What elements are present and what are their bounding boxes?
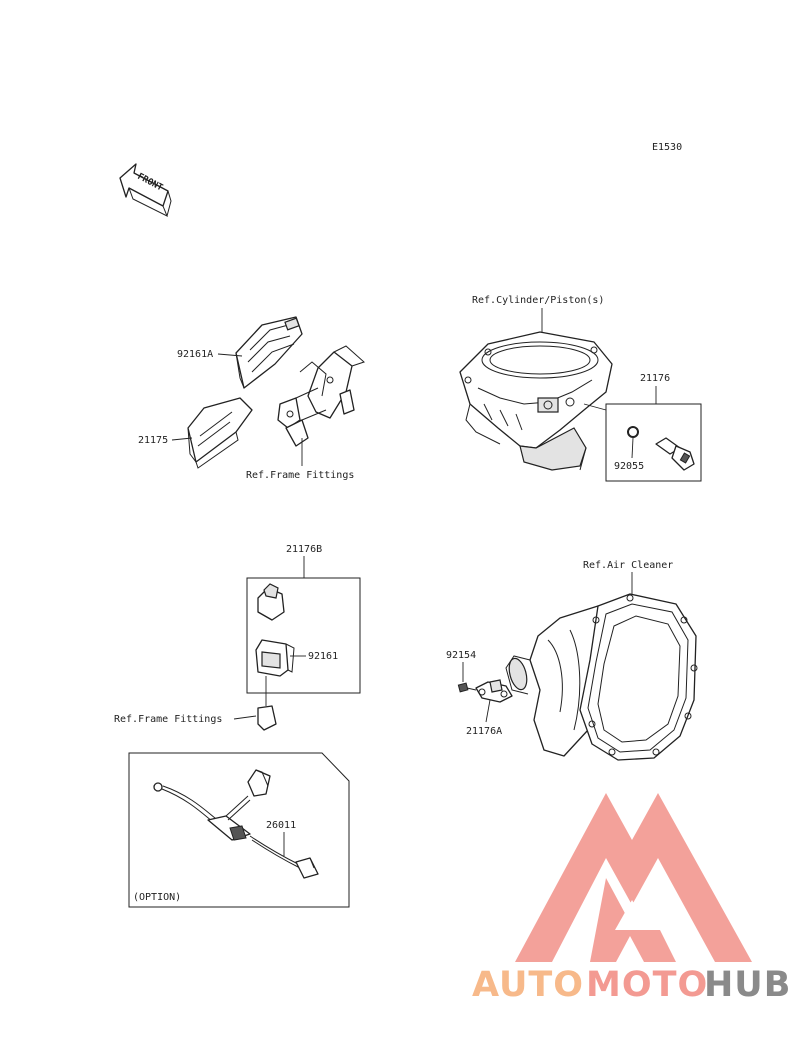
label-92161A: 92161A <box>177 349 213 360</box>
automotohub-logo-icon <box>515 793 752 962</box>
label-ref-air-cleaner: Ref.Air Cleaner <box>583 560 673 571</box>
label-option: (OPTION) <box>133 892 181 903</box>
sensor-cover-part <box>255 639 295 677</box>
ecu-part <box>187 397 253 469</box>
front-arrow-icon: FRONT <box>119 163 172 218</box>
sensor-kit-frame <box>605 403 702 482</box>
watermark-hub: HUB <box>704 965 791 1005</box>
diagram-code: E1530 <box>652 142 682 153</box>
label-ref-cylinder-piston: Ref.Cylinder/Piston(s) <box>472 295 604 306</box>
label-92055: 92055 <box>614 461 644 472</box>
label-21176B: 21176B <box>286 544 322 555</box>
bolt-part <box>457 682 477 693</box>
pressure-sensor-frame <box>246 577 361 694</box>
label-92161: 92161 <box>308 651 338 662</box>
pressure-sensor-part <box>257 583 285 621</box>
ecu-bracket-part <box>277 345 365 447</box>
label-ref-frame-fittings-1: Ref.Frame Fittings <box>246 470 354 481</box>
air-temperature-sensor-part <box>475 679 513 703</box>
ecu-cover-part <box>235 316 303 389</box>
air-cleaner-duct-part <box>505 593 698 761</box>
sensor-clip-part <box>257 705 277 731</box>
label-21176: 21176 <box>640 373 670 384</box>
o-ring-part <box>627 426 639 438</box>
temperature-sensor-part <box>655 437 695 471</box>
watermark-moto: MOTO <box>586 965 708 1005</box>
wire-harness-part <box>153 769 319 879</box>
label-26011: 26011 <box>266 820 296 831</box>
watermark-auto: AUTO <box>472 965 584 1005</box>
option-harness-frame <box>128 752 350 908</box>
label-21175: 21175 <box>138 435 168 446</box>
cylinder-part <box>459 331 613 471</box>
label-21176A: 21176A <box>466 726 502 737</box>
label-92154: 92154 <box>446 650 476 661</box>
label-ref-frame-fittings-2: Ref.Frame Fittings <box>114 714 222 725</box>
